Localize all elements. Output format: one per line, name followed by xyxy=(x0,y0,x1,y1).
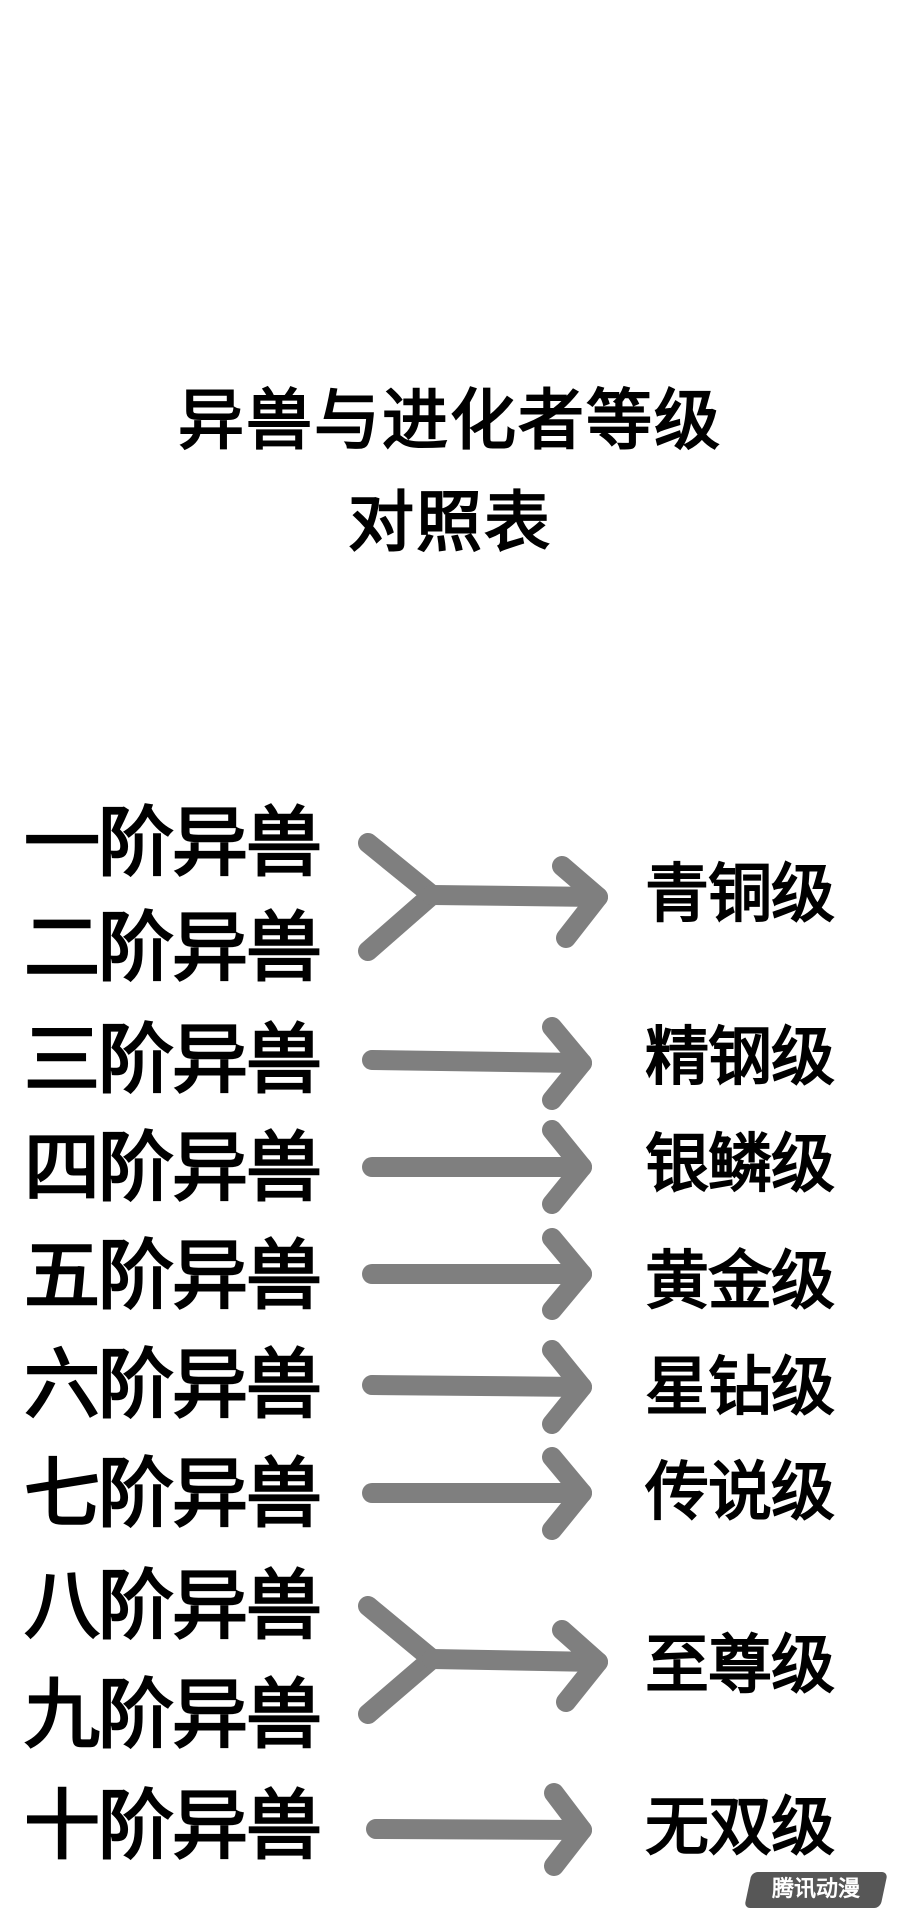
beast-rank-2: 二阶异兽 xyxy=(24,903,322,992)
level-bronze: 青铜级 xyxy=(645,858,835,932)
tencent-comic-watermark: 腾讯动漫 xyxy=(744,1872,888,1908)
arrow-gold xyxy=(362,1228,592,1320)
beast-rank-5: 五阶异兽 xyxy=(24,1231,322,1320)
arrow-silver-scale xyxy=(362,1120,592,1214)
merge-arrow-bronze xyxy=(358,833,608,961)
beast-rank-1: 一阶异兽 xyxy=(24,798,322,887)
beast-rank-6: 六阶异兽 xyxy=(24,1340,322,1429)
level-silver-scale: 银鳞级 xyxy=(645,1128,835,1202)
level-gold: 黄金级 xyxy=(645,1245,835,1319)
page-subtitle: 对照表 xyxy=(348,484,552,561)
level-legend: 传说级 xyxy=(645,1456,835,1530)
beast-rank-7: 七阶异兽 xyxy=(24,1449,322,1538)
level-star-diamond: 星钻级 xyxy=(645,1351,835,1425)
beast-rank-4: 四阶异兽 xyxy=(24,1123,322,1212)
arrow-star-diamond xyxy=(362,1340,592,1434)
arrow-peerless xyxy=(366,1783,592,1876)
arrow-legend xyxy=(362,1447,592,1540)
watermark-text: 腾讯动漫 xyxy=(771,1877,860,1902)
level-refined-steel: 精钢级 xyxy=(645,1021,835,1095)
page-title: 异兽与进化者等级 xyxy=(178,382,722,459)
merge-arrow-supreme xyxy=(358,1596,608,1724)
level-supreme: 至尊级 xyxy=(645,1629,835,1703)
level-peerless: 无双级 xyxy=(645,1791,835,1865)
beast-rank-8: 八阶异兽 xyxy=(24,1561,322,1650)
beast-rank-9: 九阶异兽 xyxy=(24,1670,322,1759)
arrow-steel xyxy=(362,1017,592,1110)
beast-rank-3: 三阶异兽 xyxy=(24,1015,322,1104)
beast-rank-10: 十阶异兽 xyxy=(24,1781,322,1870)
